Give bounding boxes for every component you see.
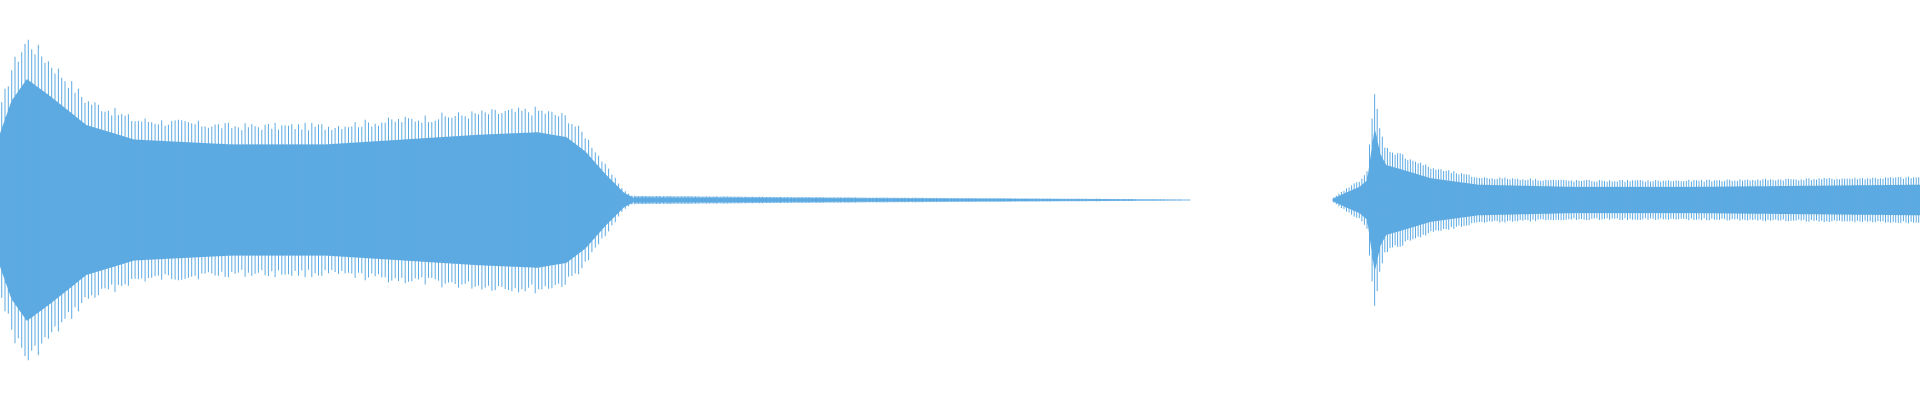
waveform-segment-second-sound <box>1332 94 1920 306</box>
waveform-peaks <box>633 195 1191 205</box>
waveform-peaks <box>1 39 633 361</box>
waveform-core <box>1332 129 1920 271</box>
waveform-segment-decay-tail <box>633 195 1191 205</box>
waveform-peaks <box>1333 94 1920 306</box>
waveform-core <box>633 197 1191 203</box>
waveform-segment-first-sound <box>0 39 634 361</box>
